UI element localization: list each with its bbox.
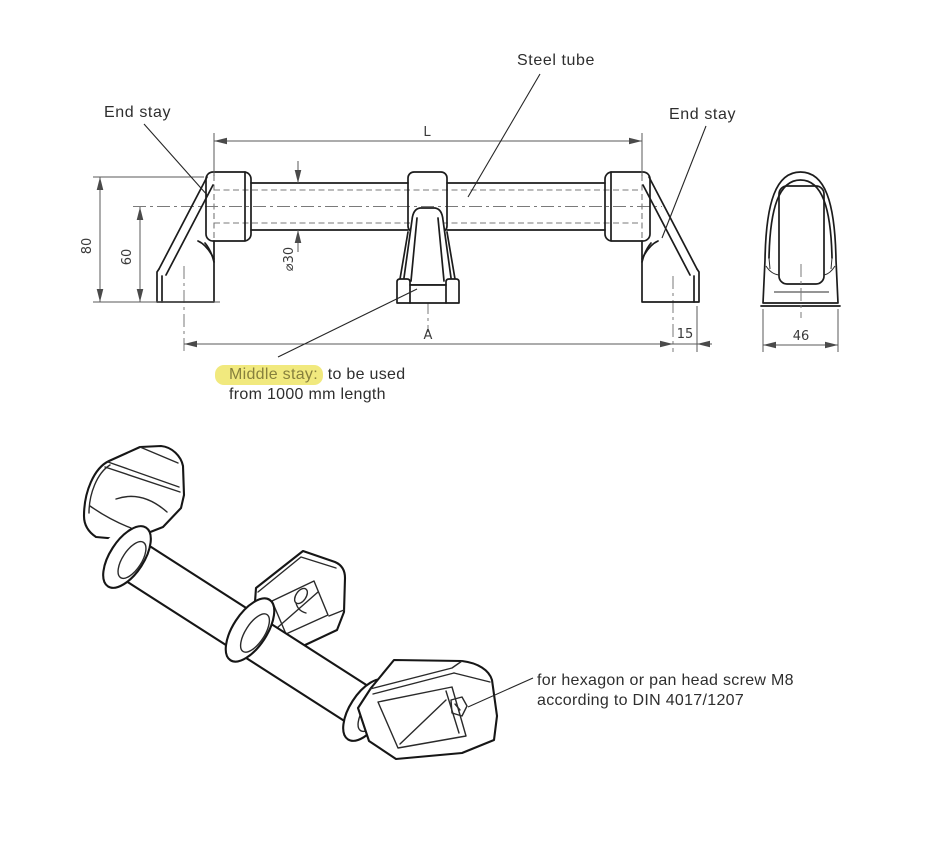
end-stay-left-label: End stay — [104, 104, 172, 121]
front-view: L A 15 80 60 ⌀30 — [80, 125, 712, 352]
iso-middle-stay — [252, 549, 347, 648]
end-stay-right-label: End stay — [669, 106, 737, 123]
iso-middle-collar — [224, 597, 276, 663]
middle-stay-leader — [277, 288, 418, 358]
side-view-outline — [760, 171, 841, 307]
end-stay-right-outline — [604, 171, 700, 303]
front-view-dimensions: L A 15 80 60 ⌀30 — [80, 125, 712, 352]
dim-overall-height: 80 — [80, 238, 95, 255]
middle-stay-note-line1: Middle stay: to be used — [215, 365, 406, 385]
dim-stay-spacing: A — [424, 328, 433, 343]
dim-tube-length: L — [423, 125, 431, 140]
leader-lines — [143, 73, 707, 708]
screw-note-line2: according to DIN 4017/1207 — [537, 692, 745, 709]
isometric-view — [82, 444, 499, 761]
end-stay-left-leader — [143, 123, 209, 197]
centerlines — [133, 206, 674, 352]
middle-stay-note-line2: from 1000 mm length — [229, 386, 386, 403]
middle-stay-note: Middle stay: to be used from 1000 mm len… — [215, 365, 406, 405]
steel-tube-label: Steel tube — [517, 52, 596, 69]
dim-tube-diameter: ⌀30 — [282, 247, 297, 271]
end-stay-left-outline — [156, 171, 252, 303]
dim-foot-offset: 15 — [677, 327, 694, 342]
iso-left-collar — [102, 525, 152, 589]
side-view: 46 — [760, 171, 841, 352]
dim-center-height: 60 — [120, 249, 135, 266]
screw-note: for hexagon or pan head screw M8 accordi… — [537, 671, 794, 711]
side-view-dimensions: 46 — [762, 309, 839, 352]
steel-tube-outline — [250, 182, 606, 231]
middle-stay-note-rest: to be used — [327, 366, 406, 383]
screw-note-line1: for hexagon or pan head screw M8 — [537, 672, 794, 689]
screw-note-leader — [467, 677, 534, 708]
middle-stay-highlight: Middle stay: — [215, 365, 323, 385]
dim-stay-width: 46 — [793, 329, 810, 344]
iso-screw-hole — [450, 696, 468, 717]
end-stay-right-leader — [661, 125, 707, 239]
steel-tube-leader — [467, 73, 541, 198]
iso-end-stay-left — [82, 444, 186, 542]
iso-end-stay-right — [356, 658, 499, 761]
middle-stay-outline — [396, 171, 460, 304]
